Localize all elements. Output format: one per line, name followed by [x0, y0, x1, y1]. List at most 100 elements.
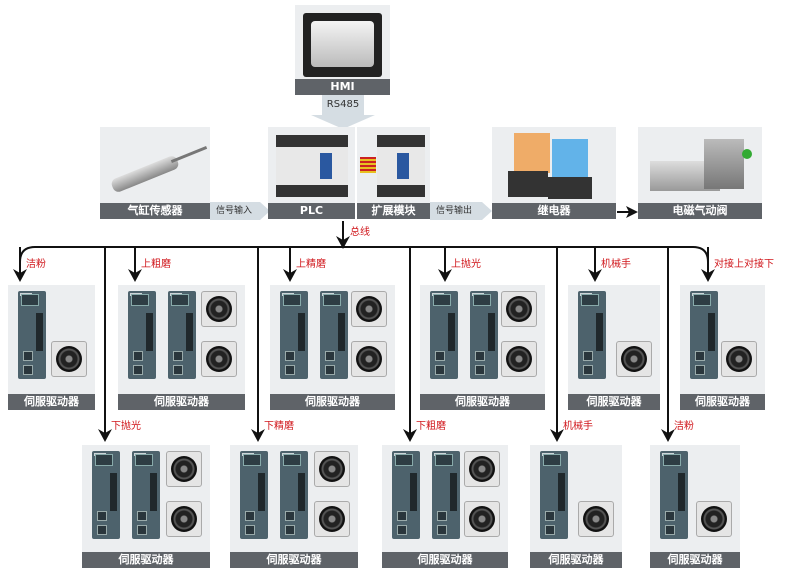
servo-drive-unit: 伺服驱动器	[230, 445, 358, 568]
relay: 继电器	[492, 127, 616, 219]
servo-drive-image	[432, 451, 460, 539]
drop-label: 上抛光	[451, 259, 481, 270]
servo-drive-unit: 伺服驱动器	[650, 445, 740, 568]
servo-drive-label: 伺服驱动器	[270, 394, 395, 410]
drop-arrow	[128, 269, 142, 282]
servo-motor-image	[201, 341, 237, 377]
plc: PLC	[268, 127, 355, 219]
servo-drive-unit: 伺服驱动器	[568, 285, 660, 410]
servo-motor-image	[464, 451, 500, 487]
rs485-arrow	[311, 115, 375, 129]
drop-arrow	[13, 269, 27, 282]
rs485-link: RS485	[322, 95, 364, 115]
servo-drive-label: 伺服驱动器	[118, 394, 245, 410]
servo-drive-unit: 伺服驱动器	[382, 445, 508, 568]
servo-drive-image	[470, 291, 498, 379]
servo-drive-image	[240, 451, 268, 539]
sensor-image	[109, 154, 181, 194]
servo-drive-image	[280, 451, 308, 539]
drop-label: 上粗磨	[141, 259, 171, 270]
drop-label: 对接上对接下	[714, 259, 774, 270]
bus-line	[19, 246, 709, 263]
servo-drive-image	[578, 291, 606, 379]
signal-input-arrow: 信号输入	[210, 202, 270, 220]
servo-motor-image	[464, 501, 500, 537]
drop-arrow	[98, 429, 112, 442]
hmi-device: HMI	[295, 5, 390, 95]
drop-arrow	[251, 429, 265, 442]
servo-drive-image	[660, 451, 688, 539]
servo-motor-image	[501, 291, 537, 327]
relay-label: 继电器	[492, 203, 616, 219]
drop-label: 机械手	[601, 259, 631, 270]
servo-drive-unit: 伺服驱动器	[118, 285, 245, 410]
expansion-label: 扩展模块	[357, 203, 430, 219]
servo-drive-image	[690, 291, 718, 379]
servo-drive-label: 伺服驱动器	[530, 552, 622, 568]
servo-drive-label: 伺服驱动器	[230, 552, 358, 568]
servo-drive-unit: 伺服驱动器	[680, 285, 765, 410]
servo-motor-image	[51, 341, 87, 377]
servo-drive-image	[430, 291, 458, 379]
drop-label: 下抛光	[111, 421, 141, 432]
drop-label: 下精磨	[264, 421, 294, 432]
servo-drive-image	[18, 291, 46, 379]
bus-drop-arrow	[336, 236, 350, 249]
servo-drive-unit: 伺服驱动器	[530, 445, 622, 568]
servo-motor-image	[501, 341, 537, 377]
servo-drive-label: 伺服驱动器	[420, 394, 545, 410]
servo-motor-image	[314, 501, 350, 537]
servo-drive-image	[128, 291, 156, 379]
hmi-screen-image	[303, 13, 382, 77]
bus-label: 总线	[350, 227, 370, 238]
drop-label: 洁粉	[674, 421, 694, 432]
valve-label: 电磁气动阀	[638, 203, 762, 219]
signal-output-arrow: 信号输出	[430, 202, 492, 220]
servo-motor-image	[616, 341, 652, 377]
servo-drive-image	[132, 451, 160, 539]
drop-label: 下粗磨	[416, 421, 446, 432]
servo-drive-image	[168, 291, 196, 379]
solenoid-valve: 电磁气动阀	[638, 127, 762, 219]
drop-label: 上精磨	[296, 259, 326, 270]
servo-drive-label: 伺服驱动器	[568, 394, 660, 410]
servo-drive-image	[280, 291, 308, 379]
servo-motor-image	[696, 501, 732, 537]
drop-arrow	[438, 269, 452, 282]
drop-arrow	[550, 429, 564, 442]
servo-drive-label: 伺服驱动器	[82, 552, 210, 568]
expansion-image	[377, 135, 425, 197]
drop-arrow	[661, 429, 675, 442]
servo-drive-label: 伺服驱动器	[382, 552, 508, 568]
servo-drive-unit: 伺服驱动器	[82, 445, 210, 568]
servo-motor-image	[578, 501, 614, 537]
servo-drive-label: 伺服驱动器	[680, 394, 765, 410]
relay-image	[514, 133, 550, 173]
sensor-label: 气缸传感器	[100, 203, 210, 219]
servo-drive-image	[392, 451, 420, 539]
servo-drive-unit: 伺服驱动器	[8, 285, 95, 410]
plc-label: PLC	[268, 203, 355, 219]
drop-arrow	[403, 429, 417, 442]
plc-image	[276, 135, 348, 197]
drop-arrow	[588, 269, 602, 282]
servo-motor-image	[166, 501, 202, 537]
servo-drive-unit: 伺服驱动器	[270, 285, 395, 410]
servo-motor-image	[201, 291, 237, 327]
drop-arrow	[283, 269, 297, 282]
servo-motor-image	[314, 451, 350, 487]
drop-arrow	[701, 269, 715, 282]
servo-motor-image	[166, 451, 202, 487]
servo-drive-image	[92, 451, 120, 539]
servo-drive-label: 伺服驱动器	[8, 394, 95, 410]
hmi-label: HMI	[295, 79, 390, 95]
servo-drive-label: 伺服驱动器	[650, 552, 740, 568]
drop-label: 机械手	[563, 421, 593, 432]
servo-drive-image	[540, 451, 568, 539]
drop-label: 洁粉	[26, 259, 46, 270]
servo-motor-image	[351, 291, 387, 327]
servo-drive-image	[320, 291, 348, 379]
servo-drive-unit: 伺服驱动器	[420, 285, 545, 410]
servo-motor-image	[721, 341, 757, 377]
